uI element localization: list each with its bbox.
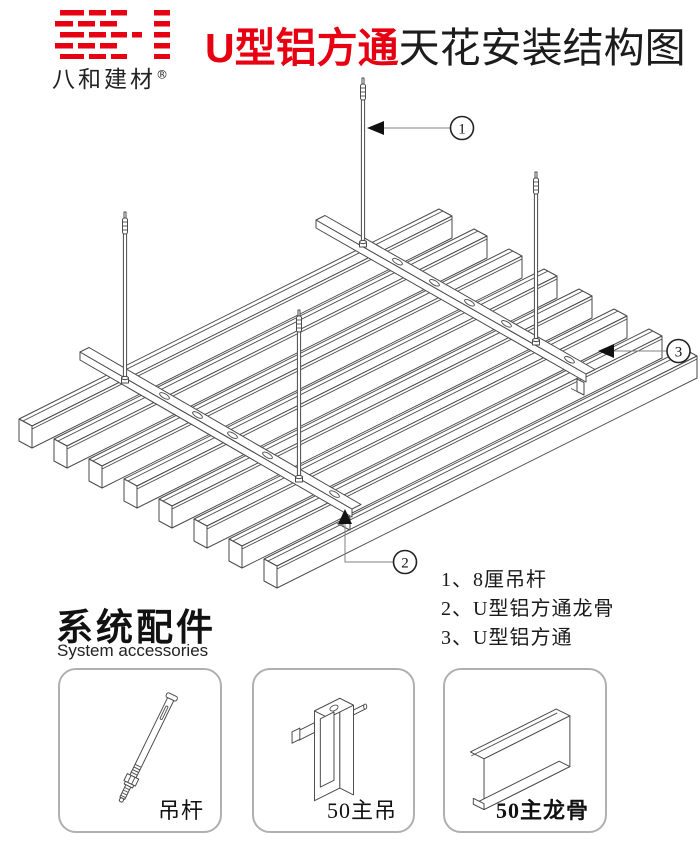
accessory-card-main-keel: 50主龙骨: [443, 668, 607, 833]
carriers-group: [79, 215, 596, 531]
accessories-heading-cn: 系统配件: [56, 607, 216, 648]
main-keel-drawing: [469, 708, 571, 811]
callout-1-marker: 1: [367, 115, 475, 141]
main-hanger-drawing: [291, 697, 368, 802]
brand-name-text: 八和建材: [52, 67, 156, 93]
callout-1-arrow-icon: [367, 121, 384, 135]
page-title: U型铝方通天花安装结构图: [205, 14, 686, 74]
accessory-label: 50主龙骨: [495, 798, 589, 823]
callout-2-arrow-icon: [338, 509, 352, 524]
page-title-red: U型铝方通: [205, 25, 399, 71]
accessory-card-hanger-rod: 吊杆: [58, 668, 222, 833]
accessory-label: 吊杆: [157, 798, 204, 823]
registered-mark: ®: [156, 67, 168, 82]
callout-2-number: 2: [401, 556, 409, 572]
callout-1-number: 1: [458, 122, 466, 138]
callout-3-number: 3: [675, 345, 683, 361]
accessories-heading-en: System accessories: [57, 641, 209, 660]
legend-item: 3、U型铝方通: [441, 627, 573, 649]
legend: 1、8厘吊杆 2、U型铝方通龙骨 3、U型铝方通: [441, 566, 614, 653]
callout-2-marker: 2: [338, 509, 418, 575]
baffles-group: [18, 208, 698, 589]
callout-3-marker: 3: [598, 338, 691, 364]
brand-logo: [55, 10, 170, 59]
legend-item: 1、8厘吊杆: [441, 569, 547, 591]
hanger-rod-drawing: [118, 692, 178, 803]
callout-3-arrow-icon: [598, 344, 614, 358]
accessory-card-main-hanger: 50主吊: [252, 668, 415, 833]
hanger-rods-group: [121, 77, 540, 483]
page-title-black: 天花安装结构图: [398, 25, 686, 71]
accessory-label: 50主吊: [326, 798, 397, 823]
brand-name: 八和建材®: [52, 60, 168, 94]
legend-item: 2、U型铝方通龙骨: [441, 598, 615, 620]
